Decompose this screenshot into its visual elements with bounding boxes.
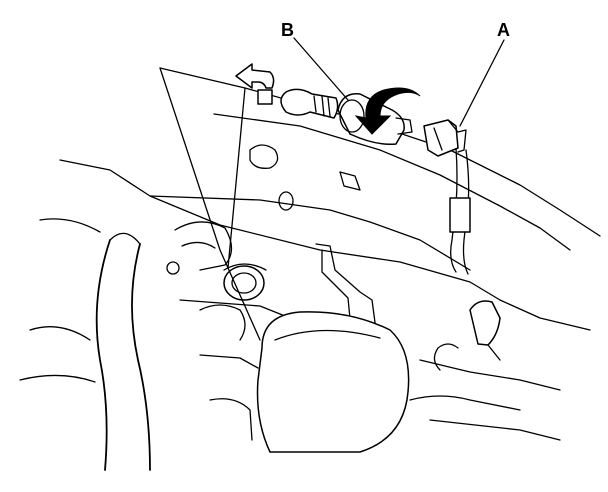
connector-a (423, 119, 467, 157)
harness-tube (469, 300, 501, 361)
callout-label-a: A (497, 20, 510, 40)
bulb (280, 88, 339, 119)
hose (19, 218, 151, 471)
socket-hole (223, 263, 267, 301)
callout-label-b: B (281, 20, 294, 40)
rotate-arrow-icon (354, 87, 421, 135)
pull-arrow-icon (235, 63, 275, 105)
wire-harness (449, 147, 471, 275)
leader-lines (159, 37, 505, 341)
lower-detail (199, 343, 561, 441)
round-housing (256, 311, 410, 453)
